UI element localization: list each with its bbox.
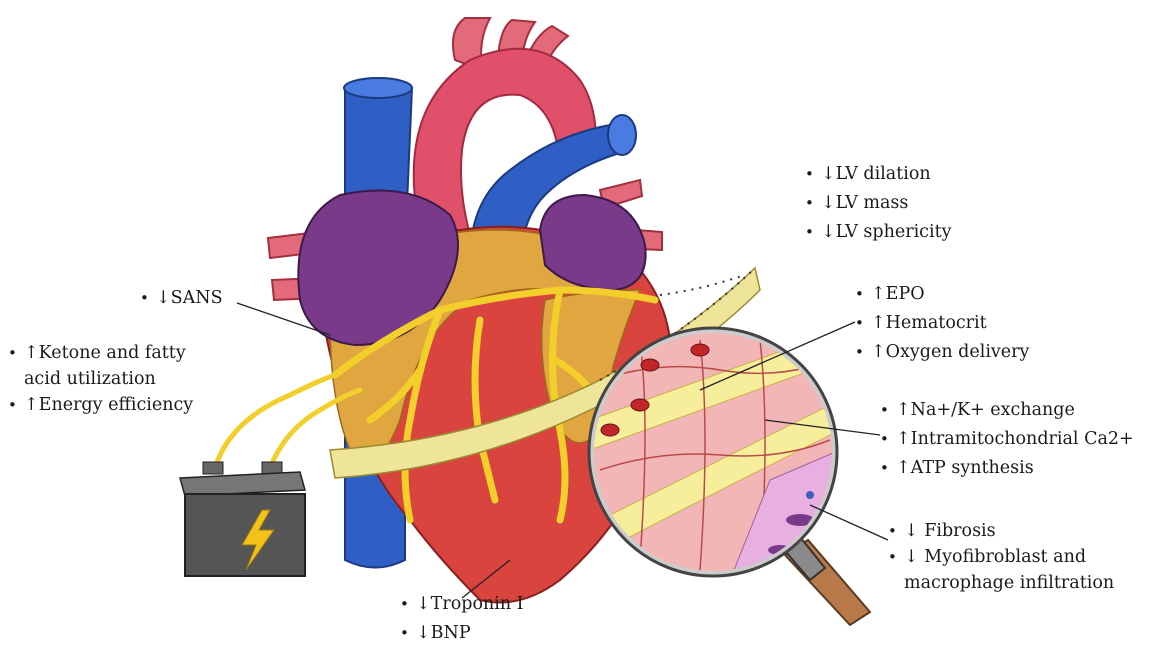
ion-exchange-list: ↑Na+/K+ exchange ↑Intramitochondrial Ca2… [880,396,1134,483]
list-item: ↓SANS [140,284,223,313]
fibrosis-list: ↓ Fibrosis ↓ Myofibroblast and macrophag… [888,518,1114,596]
list-item: ↓ Myofibroblast and macrophage infiltrat… [888,544,1114,596]
list-item: ↑EPO [855,280,1029,309]
list-item: ↑Ketone and fatty acid utilization [8,340,193,392]
list-item: ↑Oxygen delivery [855,338,1029,367]
list-item: ↑Na+/K+ exchange [880,396,1134,425]
list-item: ↓ Fibrosis [888,518,1114,544]
magnifier-icon [589,328,870,625]
lv-effects-list: ↓LV dilation ↓LV mass ↓LV sphericity [805,160,952,247]
list-item: ↓LV dilation [805,160,952,189]
epo-list: ↑EPO ↑Hematocrit ↑Oxygen delivery [855,280,1029,367]
metabolism-list: ↑Ketone and fatty acid utilization ↑Ener… [8,340,193,418]
list-item: ↑ATP synthesis [880,454,1134,483]
list-item: ↑Energy efficiency [8,392,193,418]
sans-list: ↓SANS [140,284,223,313]
list-item: ↑Intramitochondrial Ca2+ [880,425,1134,454]
list-item: ↓LV mass [805,189,952,218]
list-item: ↓LV sphericity [805,218,952,247]
list-item: ↓Troponin I [400,590,524,619]
battery-icon [180,462,305,576]
biomarkers-list: ↓Troponin I ↓BNP [400,590,524,648]
list-item: ↑Hematocrit [855,309,1029,338]
list-item: ↓BNP [400,619,524,648]
